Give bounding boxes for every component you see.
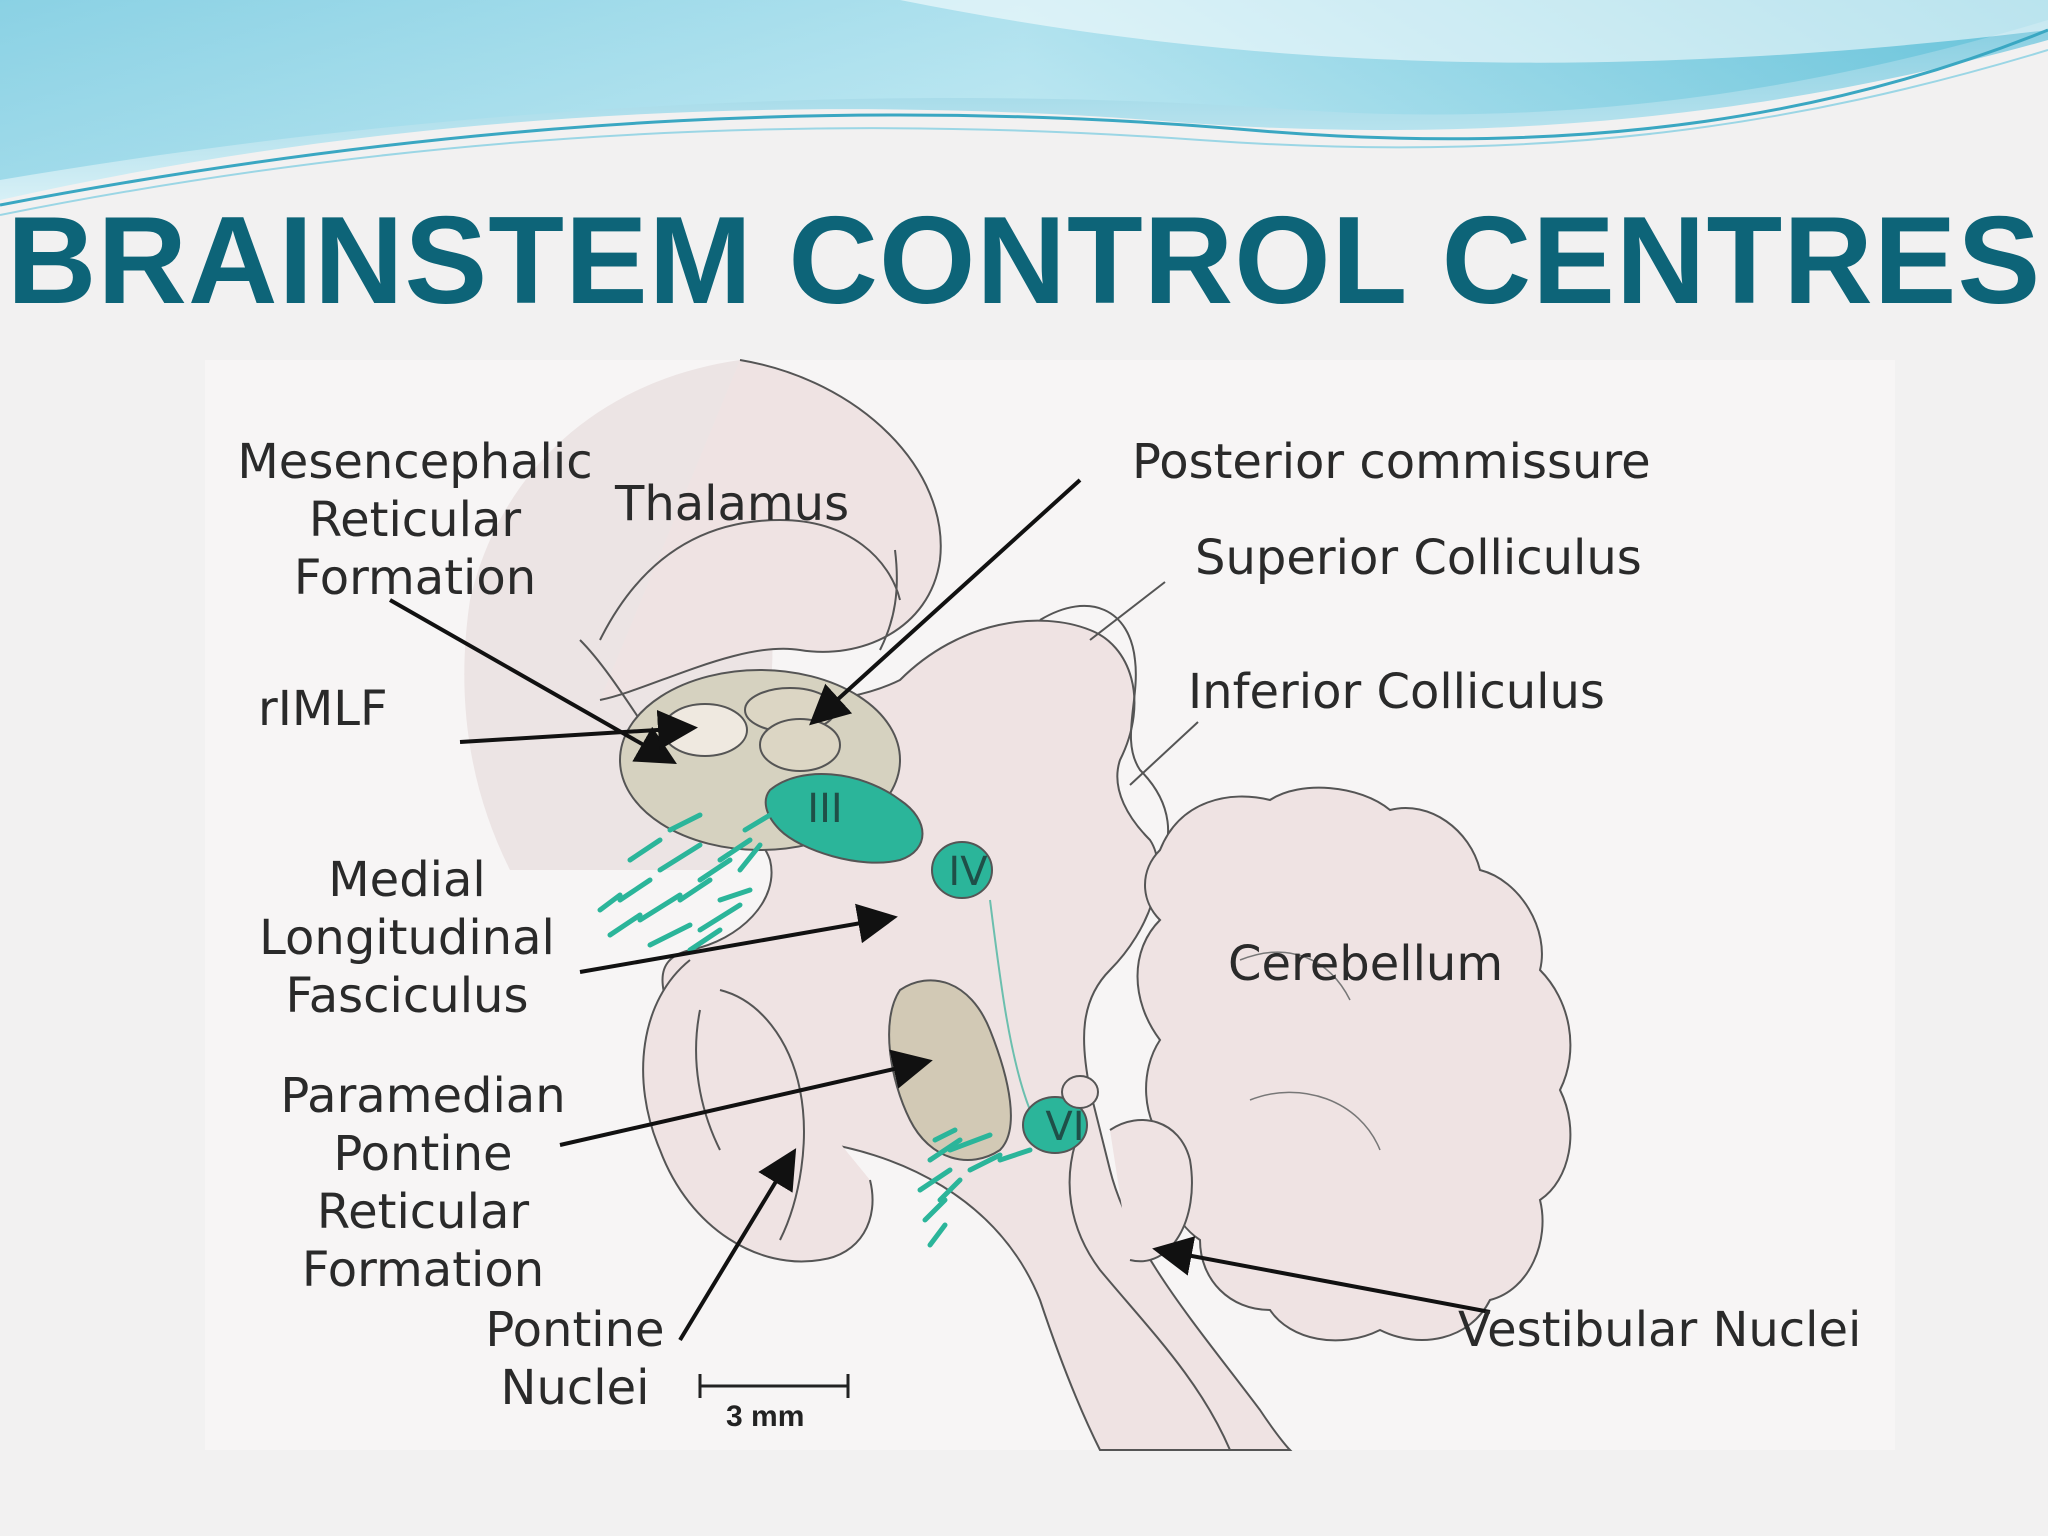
- label-pontine-nuclei: Pontine Nuclei: [485, 1302, 664, 1416]
- oculomotor-nucleus: [764, 773, 924, 864]
- label-cerebellum: Cerebellum: [1228, 936, 1503, 992]
- page-title: BRAINSTEM CONTROL CENTRES: [6, 192, 2042, 330]
- label-thalamus: Thalamus: [614, 476, 849, 532]
- scale-bar-label: 3 mm: [726, 1400, 804, 1433]
- colliculi-outline: [1039, 604, 1170, 881]
- scale-bar: [698, 1374, 850, 1398]
- label-mesencephalic-line2: Reticular: [309, 492, 521, 548]
- label-mlf-line3: Fasciculus: [286, 968, 529, 1024]
- nucleus-label-vi: VI: [1045, 1104, 1084, 1150]
- label-pprf-line2: Pontine: [333, 1126, 512, 1182]
- label-pontine-line1: Pontine: [485, 1302, 664, 1358]
- label-pprf-line3: Reticular: [317, 1184, 529, 1240]
- nucleus-label-iv: IV: [948, 849, 988, 895]
- mlf-fibres-lower: [917, 1127, 1033, 1248]
- thalamus-inner: [599, 518, 901, 641]
- arrow-vestibular: [1152, 1236, 1491, 1314]
- label-inferior-colliculus: Inferior Colliculus: [1188, 664, 1605, 720]
- label-vestibular-nuclei: Vestibular Nuclei: [1458, 1302, 1861, 1358]
- label-pontine-line2: Nuclei: [501, 1360, 650, 1416]
- arrow-pprf: [559, 1049, 933, 1147]
- label-mlf: Medial Longitudinal Fasciculus: [259, 852, 555, 1024]
- thalamus-outline: [599, 359, 942, 701]
- pons-outline: [642, 959, 874, 1263]
- arrow-posterior-commissure: [809, 478, 1082, 726]
- cerebellum-outline: [1136, 786, 1572, 1342]
- mlf-fibres-upper: [597, 812, 773, 953]
- label-pprf-line1: Paramedian: [280, 1068, 565, 1124]
- arrow-mlf: [579, 903, 898, 974]
- label-pprf: Paramedian Pontine Reticular Formation: [280, 1068, 565, 1298]
- label-mesencephalic-line3: Formation: [294, 550, 536, 606]
- label-rimlf: rIMLF: [258, 681, 388, 737]
- arrow-pontine-nuclei: [678, 1148, 797, 1342]
- label-mesencephalic-reticular-formation: Mesencephalic Reticular Formation: [237, 434, 592, 606]
- label-mesencephalic-line1: Mesencephalic: [237, 434, 592, 490]
- label-mlf-line1: Medial: [328, 852, 486, 908]
- arrows: [389, 478, 1491, 1342]
- label-posterior-commissure: Posterior commissure: [1132, 434, 1651, 490]
- nucleus-label-iii: III: [807, 786, 842, 832]
- arrow-rimlf: [459, 709, 698, 750]
- top-banner: [0, 0, 2048, 216]
- label-superior-colliculus: Superior Colliculus: [1195, 530, 1642, 586]
- label-mlf-line2: Longitudinal: [259, 910, 555, 966]
- trochlear-nucleus: [931, 841, 993, 899]
- abducens-nucleus: [1022, 1096, 1088, 1154]
- label-pprf-line4: Formation: [302, 1242, 544, 1298]
